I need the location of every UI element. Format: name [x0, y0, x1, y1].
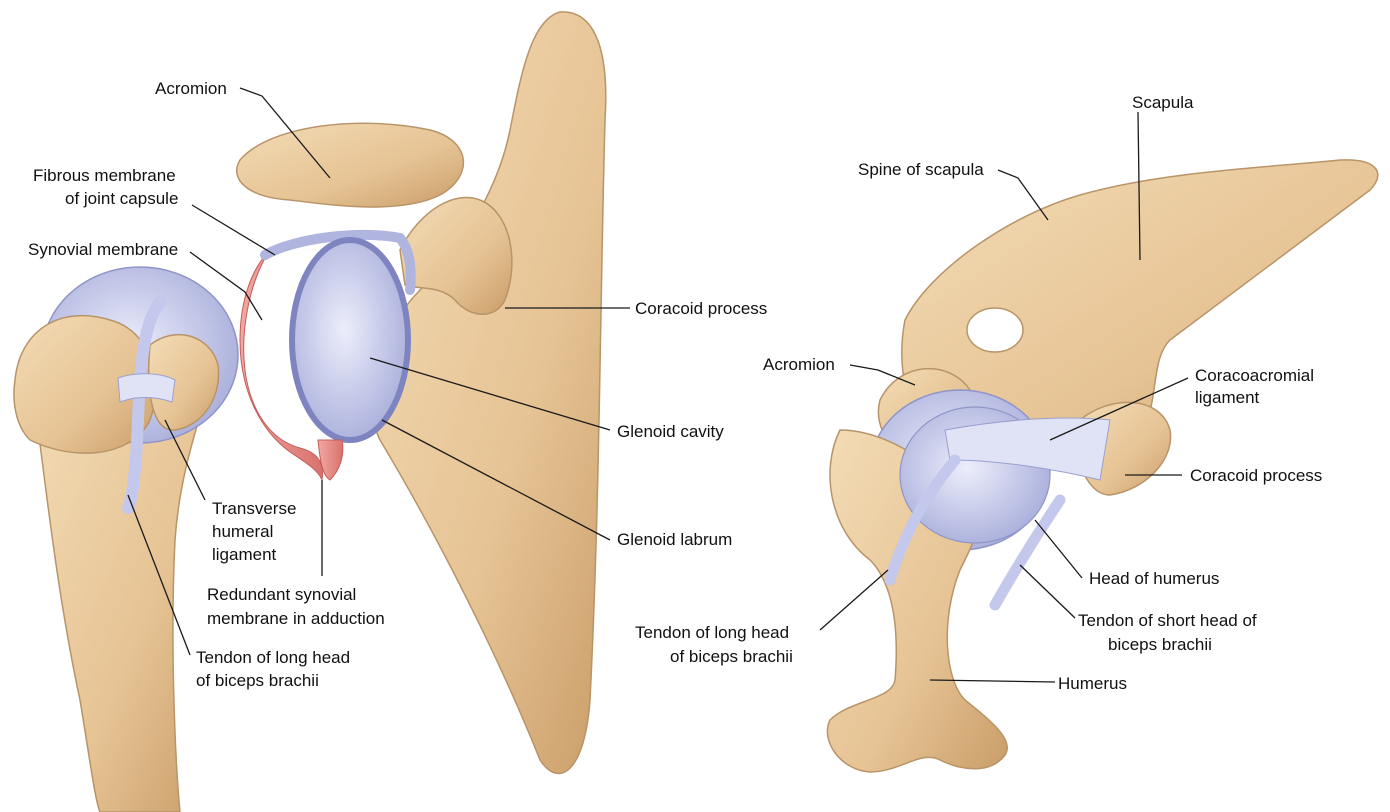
label-tendon-long-left-1: Tendon of long head [196, 648, 350, 667]
label-tendon-long-right-2: of biceps brachii [670, 647, 793, 666]
glenoid-cavity-left [292, 240, 408, 440]
label-scapula: Scapula [1132, 93, 1194, 112]
acromion-left [237, 123, 464, 207]
label-redundant-1: Redundant synovial [207, 585, 356, 604]
label-transverse-3: ligament [212, 545, 277, 564]
label-transverse-2: humeral [212, 522, 273, 541]
label-transverse-1: Transverse [212, 499, 296, 518]
label-synovial-membrane: Synovial membrane [28, 240, 178, 259]
label-coracoid-process-right: Coracoid process [1190, 466, 1322, 485]
label-fibrous-membrane-1: Fibrous membrane [33, 166, 176, 185]
label-glenoid-labrum: Glenoid labrum [617, 530, 732, 549]
label-tendon-short-2: biceps brachii [1108, 635, 1212, 654]
label-tendon-long-left-2: of biceps brachii [196, 671, 319, 690]
scapular-notch-right [967, 308, 1023, 352]
label-humerus: Humerus [1058, 674, 1127, 693]
label-coracoid-process-left: Coracoid process [635, 299, 767, 318]
label-coracoacromial-1: Coracoacromial [1195, 366, 1314, 385]
label-tendon-long-right-1: Tendon of long head [635, 623, 789, 642]
label-spine-of-scapula: Spine of scapula [858, 160, 984, 179]
label-fibrous-membrane-2: of joint capsule [65, 189, 178, 208]
label-head-of-humerus: Head of humerus [1089, 569, 1219, 588]
label-acromion-left: Acromion [155, 79, 227, 98]
label-coracoacromial-2: ligament [1195, 388, 1260, 407]
left-view [14, 12, 606, 812]
label-redundant-2: membrane in adduction [207, 609, 385, 628]
label-glenoid-cavity: Glenoid cavity [617, 422, 724, 441]
transverse-ligament-left [118, 374, 175, 402]
label-tendon-short-1: Tendon of short head of [1078, 611, 1257, 630]
label-acromion-right: Acromion [763, 355, 835, 374]
